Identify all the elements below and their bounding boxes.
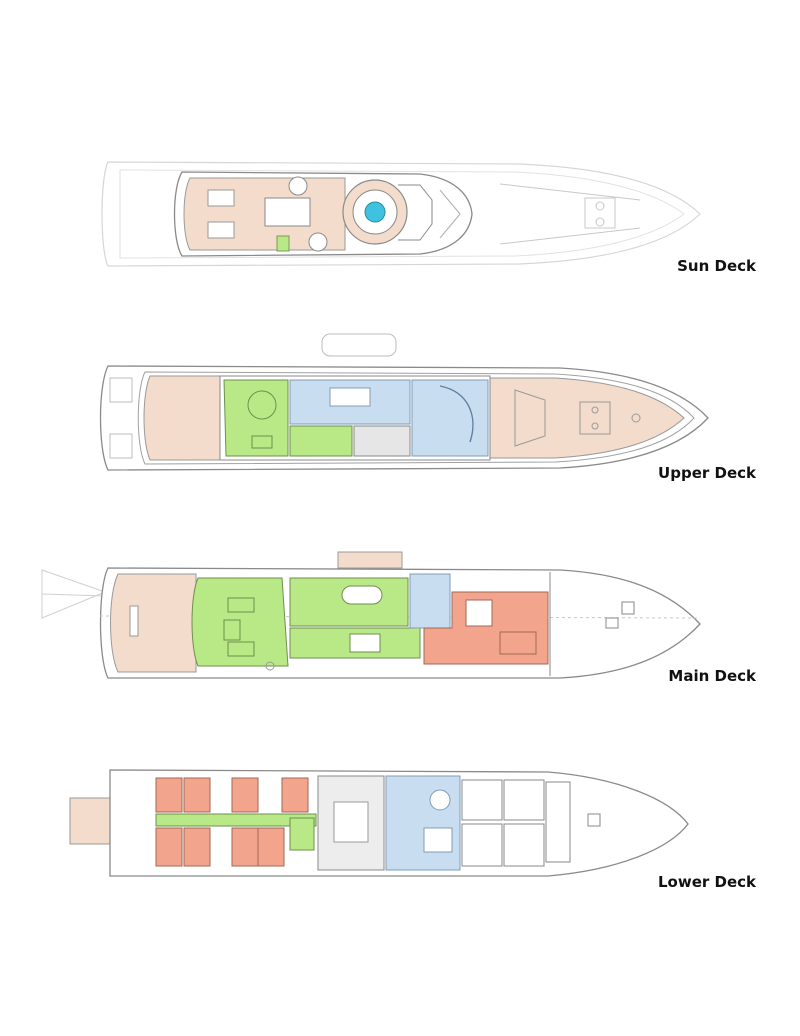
- upper-deck-plan: Upper Deck: [0, 330, 800, 490]
- lower-deck-label: Lower Deck: [657, 873, 756, 891]
- upper-tender: [321, 333, 397, 357]
- sun-jacuzzi: [364, 201, 386, 223]
- lower-deck-plan: Lower Deck: [0, 762, 800, 902]
- sun-deck-plan: Sun Deck: [0, 140, 800, 290]
- sun-foredeck-fittings: [499, 183, 641, 245]
- main-aft-teak: [110, 573, 197, 673]
- main-deck-label: Main Deck: [668, 667, 756, 685]
- lower-crew-area: [385, 775, 461, 871]
- lower-deck-drawing: [69, 769, 689, 877]
- sun-deck-label: Sun Deck: [677, 257, 756, 275]
- sun-deck-drawing: [101, 161, 701, 267]
- main-deck-plan: Main Deck: [0, 548, 800, 698]
- sun-green-area: [276, 235, 290, 252]
- upper-deck-label: Upper Deck: [658, 464, 756, 482]
- lower-guest-corridor: [155, 813, 317, 827]
- upper-deck-drawing: [99, 333, 709, 471]
- lower-swim-platform: [69, 797, 111, 845]
- main-owner-suite: [423, 591, 549, 665]
- lower-guest-cabins: [155, 777, 309, 867]
- main-deck-drawing: [41, 551, 701, 679]
- sun-deck-hull: [101, 161, 701, 267]
- upper-aft-teak: [143, 375, 221, 461]
- sun-pad: [264, 197, 311, 227]
